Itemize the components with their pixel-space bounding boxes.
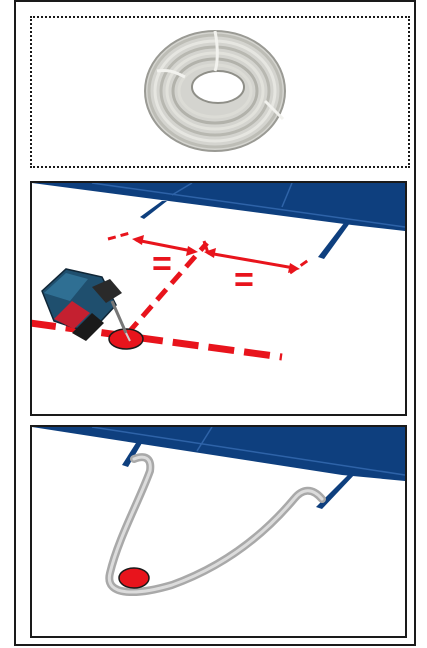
hammer-drill-icon	[41, 268, 131, 342]
roof-panel	[32, 427, 405, 481]
edge-guide-line	[32, 319, 283, 361]
roof-panel	[32, 183, 405, 231]
equal-sign-right: =	[234, 261, 254, 299]
cable-scene	[32, 427, 405, 597]
drill-scene: = =	[32, 183, 405, 361]
equal-sign-left: =	[152, 245, 172, 283]
cable-coil-icon	[144, 30, 286, 152]
measure-arrow-right	[207, 251, 295, 270]
drill-position-panel: = =	[30, 181, 407, 416]
measure-arrow-left	[135, 238, 193, 253]
cable-coil-panel	[30, 16, 410, 168]
cable-route-panel	[30, 425, 407, 638]
cable-drill-hole	[118, 567, 150, 589]
drill-hole-icon	[108, 328, 144, 350]
